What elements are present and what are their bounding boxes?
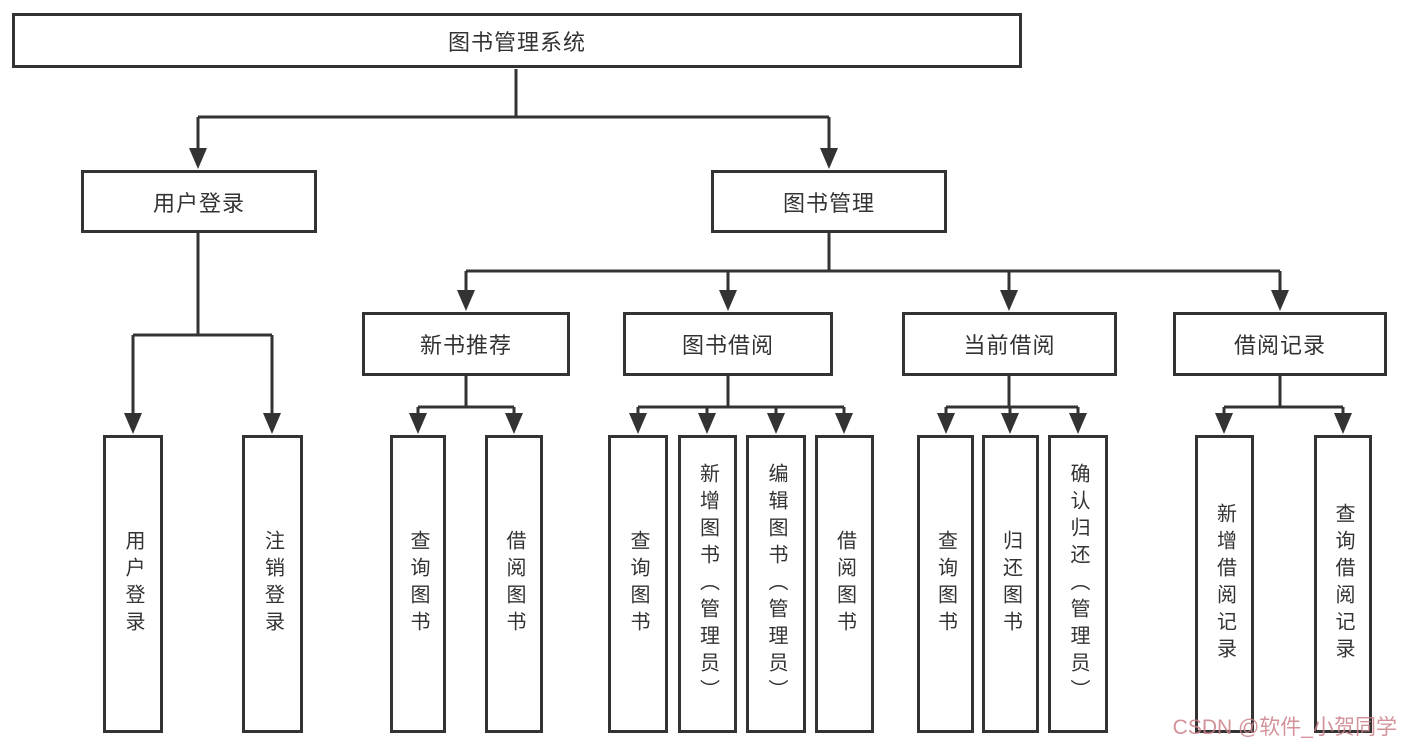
connector-root-branch xyxy=(196,69,831,152)
arrow-down-icon xyxy=(1069,413,1087,434)
connector-current-borrow-branch xyxy=(944,376,1080,418)
node-label: 查询图书 xyxy=(627,530,649,638)
leaf-add-book-admin: 新增图书（管理员） xyxy=(678,435,737,733)
arrow-down-icon xyxy=(1000,290,1018,311)
leaf-borrow-books-borrow: 借阅图书 xyxy=(815,435,874,733)
node-current-borrow: 当前借阅 xyxy=(902,312,1117,376)
node-label: 新书推荐 xyxy=(419,333,512,358)
node-label: 新增借阅记录 xyxy=(1213,503,1236,665)
arrow-down-icon xyxy=(719,290,737,311)
arrow-down-icon xyxy=(1001,413,1019,434)
leaf-user-login: 用户登录 xyxy=(103,435,163,733)
leaf-query-books-current: 查询图书 xyxy=(917,435,974,733)
node-user-login: 用户登录 xyxy=(81,170,317,233)
connector-user-login-branch xyxy=(131,233,274,418)
watermark: CSDN @软件_小贺同学 xyxy=(1172,716,1397,739)
connector-book-borrow-branch xyxy=(636,376,846,418)
arrow-down-icon xyxy=(409,413,427,434)
node-label: 查询图书 xyxy=(407,530,429,638)
arrow-down-icon xyxy=(1215,413,1233,434)
leaf-query-borrow-record: 查询借阅记录 xyxy=(1314,435,1372,733)
arrow-down-icon xyxy=(835,413,853,434)
leaf-query-books-recommend: 查询图书 xyxy=(390,435,446,733)
leaf-borrow-books-recommend: 借阅图书 xyxy=(485,435,543,733)
node-label: 编辑图书（管理员） xyxy=(765,462,787,706)
connector-new-book-branch xyxy=(416,376,516,418)
arrow-down-icon xyxy=(505,413,523,434)
leaf-edit-book-admin: 编辑图书（管理员） xyxy=(746,435,806,733)
node-label: 借阅图书 xyxy=(503,530,525,638)
arrow-down-icon xyxy=(1271,290,1289,311)
arrow-down-icon xyxy=(820,148,838,169)
node-borrow-records: 借阅记录 xyxy=(1173,312,1387,376)
node-book-management: 图书管理 xyxy=(711,170,947,233)
arrow-down-icon xyxy=(937,413,955,434)
node-label: 归还图书 xyxy=(999,530,1022,638)
node-label: 查询图书 xyxy=(934,530,957,638)
node-library-management-system: 图书管理系统 xyxy=(12,13,1022,68)
node-label: 查询借阅记录 xyxy=(1332,503,1354,665)
node-label: 借阅图书 xyxy=(833,530,856,638)
leaf-add-borrow-record: 新增借阅记录 xyxy=(1195,435,1254,733)
connector-borrow-record-branch xyxy=(1222,376,1345,418)
arrow-down-icon xyxy=(457,290,475,311)
node-book-borrow: 图书借阅 xyxy=(623,312,833,376)
node-label: 图书借阅 xyxy=(681,333,774,358)
node-label: 新增图书（管理员） xyxy=(696,462,719,706)
arrow-down-icon xyxy=(767,413,785,434)
arrow-down-icon xyxy=(1334,413,1352,434)
node-label: 用户登录 xyxy=(122,530,144,638)
connector-book-mgmt-branch xyxy=(464,233,1282,294)
node-label: 图书管理系统 xyxy=(447,29,586,55)
leaf-confirm-return-admin: 确认归还（管理员） xyxy=(1048,435,1108,733)
arrow-down-icon xyxy=(189,148,207,169)
leaf-logout: 注销登录 xyxy=(242,435,303,733)
arrow-down-icon xyxy=(698,413,716,434)
node-label: 借阅记录 xyxy=(1233,333,1326,358)
node-new-book-recommend: 新书推荐 xyxy=(362,312,570,376)
node-label: 图书管理 xyxy=(782,190,875,216)
node-label: 用户登录 xyxy=(152,190,245,216)
leaf-return-books: 归还图书 xyxy=(982,435,1039,733)
node-label: 当前借阅 xyxy=(963,333,1056,358)
arrow-down-icon xyxy=(124,413,142,434)
node-label: 注销登录 xyxy=(261,530,284,638)
leaf-query-books-borrow: 查询图书 xyxy=(608,435,668,733)
node-label: 确认归还（管理员） xyxy=(1067,462,1089,706)
arrow-down-icon xyxy=(629,413,647,434)
arrow-down-icon xyxy=(263,413,281,434)
